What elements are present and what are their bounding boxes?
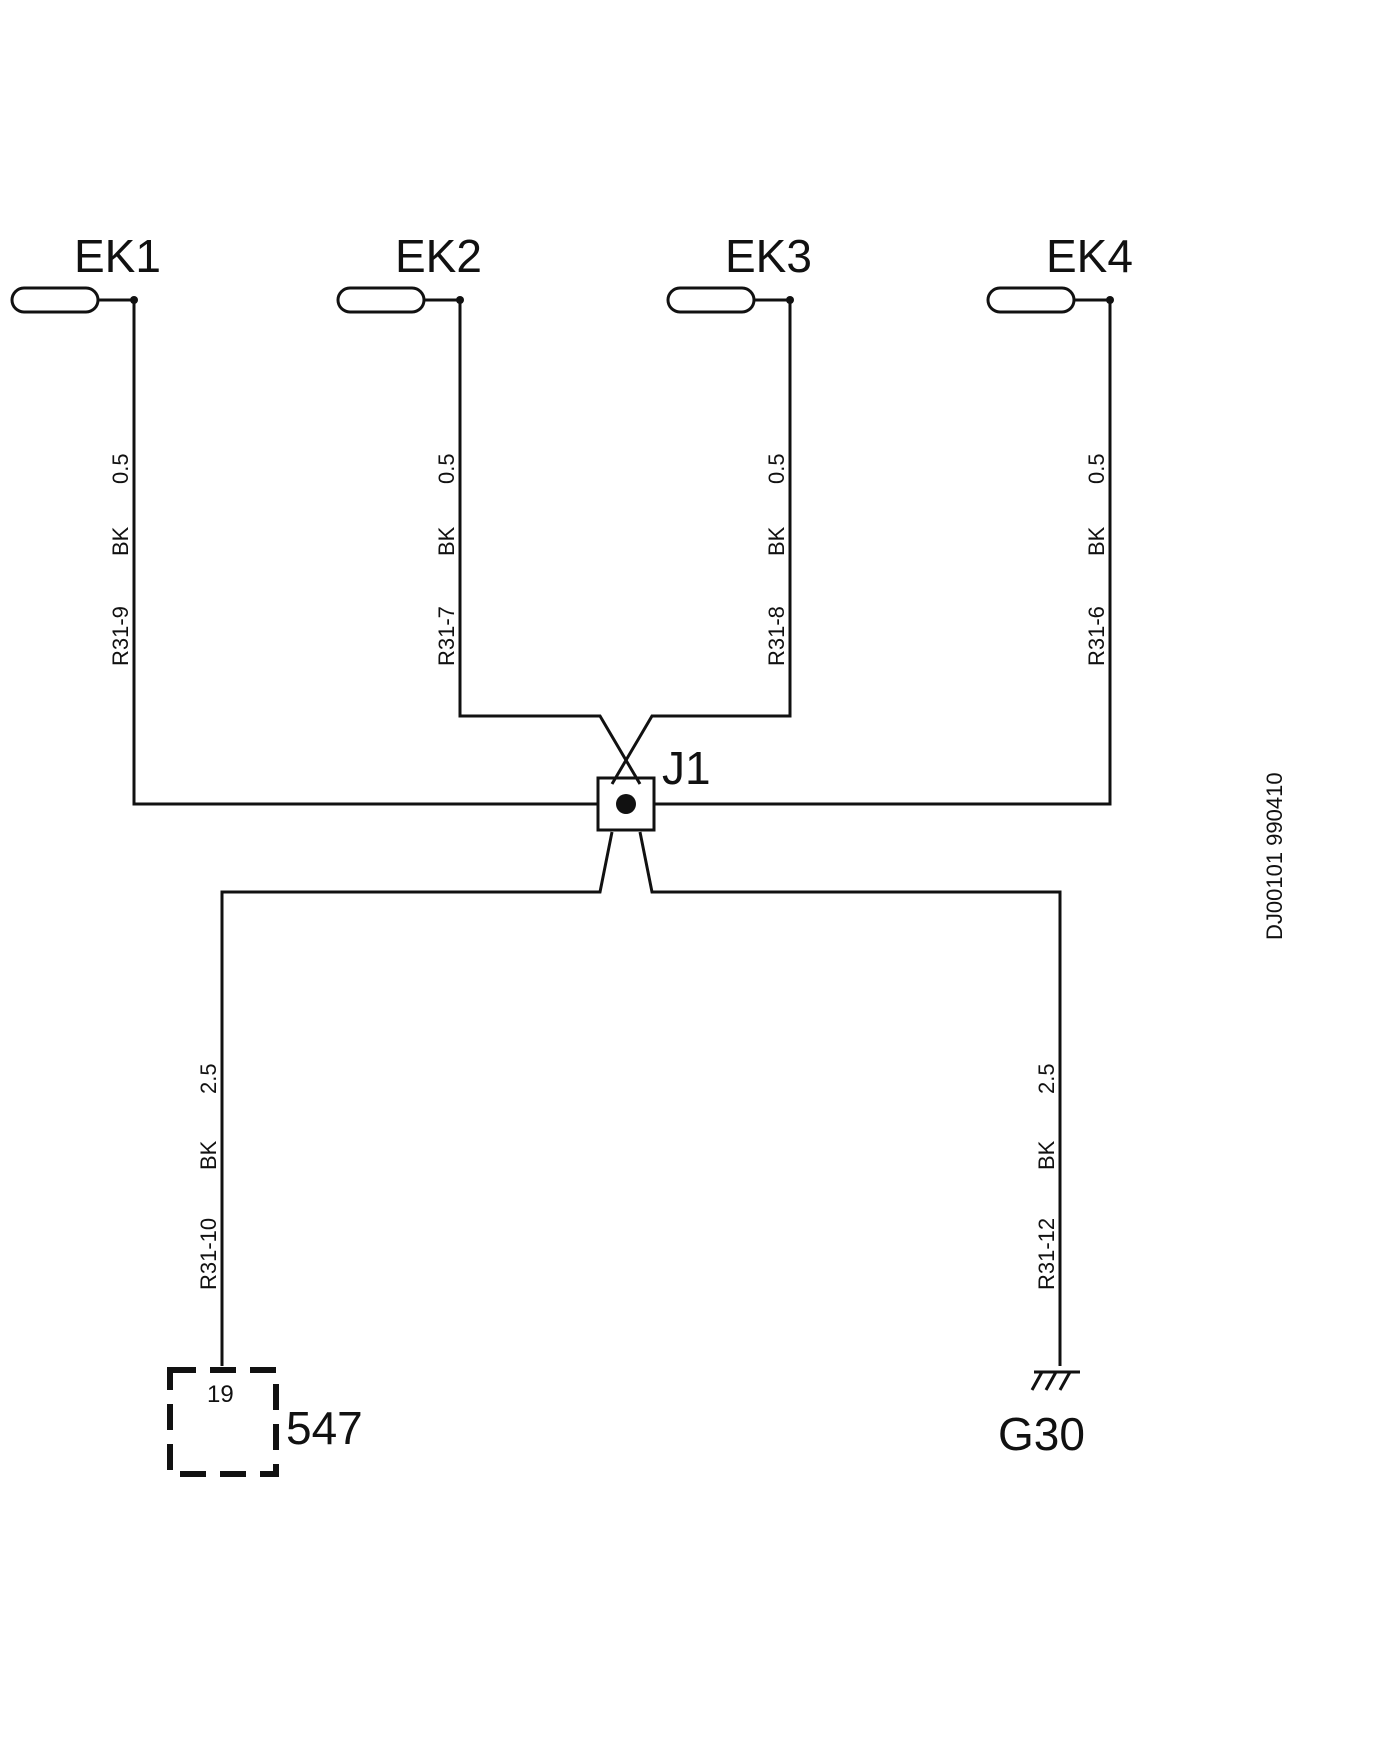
color-label: BK (764, 526, 789, 556)
ek1-label: EK1 (74, 230, 161, 282)
circuit-label: R31-6 (1084, 606, 1109, 666)
document-id: DJ00101 990410 (1262, 772, 1287, 940)
wire-ek2 (458, 300, 642, 785)
circuit-label: R31-10 (196, 1218, 221, 1290)
heater-element-ek3: EK3 (666, 230, 812, 314)
ek4-label: EK4 (1046, 230, 1133, 282)
wire-ek4 (654, 300, 1112, 806)
color-label: BK (1084, 526, 1109, 556)
size-label: 2.5 (1034, 1063, 1059, 1094)
color-label: BK (434, 526, 459, 556)
wire-label-ek4: R31-6 BK 0.5 (1084, 453, 1109, 666)
circuit-label: R31-7 (434, 606, 459, 666)
heater-element-ek2: EK2 (336, 230, 482, 314)
heater-element-ek4: EK4 (986, 230, 1133, 314)
ground-label: G30 (998, 1408, 1085, 1460)
module-547: 19 547 (167, 1367, 363, 1477)
size-label: 0.5 (1084, 453, 1109, 484)
junction-label: J1 (662, 742, 711, 794)
size-label: 0.5 (434, 453, 459, 484)
color-label: BK (1034, 1140, 1059, 1170)
junction-j1: J1 (596, 742, 711, 832)
ek3-label: EK3 (725, 230, 812, 282)
size-label: 0.5 (764, 453, 789, 484)
size-label: 0.5 (108, 453, 133, 484)
wire-label-module: R31-10 BK 2.5 (196, 1063, 221, 1290)
wire-module (220, 831, 614, 1366)
circuit-label: R31-8 (764, 606, 789, 666)
color-label: BK (108, 526, 133, 556)
circuit-label: R31-12 (1034, 1218, 1059, 1290)
wire-ek1 (132, 300, 598, 806)
circuit-label: R31-9 (108, 606, 133, 666)
module-pin-label: 19 (207, 1381, 234, 1408)
color-label: BK (196, 1140, 221, 1170)
wire-label-ek1: R31-9 BK 0.5 (108, 453, 133, 666)
ground-g30: G30 (998, 1370, 1085, 1460)
module-label: 547 (286, 1402, 363, 1454)
wire-ground (638, 831, 1062, 1366)
wire-ek3 (610, 300, 792, 785)
heater-element-ek1: EK1 (10, 230, 161, 314)
ek2-label: EK2 (395, 230, 482, 282)
wire-label-ek2: R31-7 BK 0.5 (434, 453, 459, 666)
wire-label-ground: R31-12 BK 2.5 (1034, 1063, 1059, 1290)
wire-label-ek3: R31-8 BK 0.5 (764, 453, 789, 666)
size-label: 2.5 (196, 1063, 221, 1094)
